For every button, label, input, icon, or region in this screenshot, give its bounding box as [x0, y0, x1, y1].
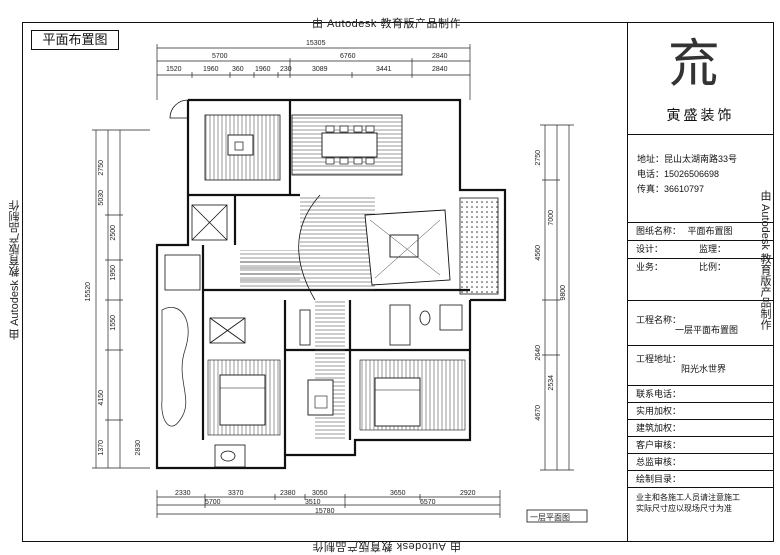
dim-right-seg-b: 7000 [548, 210, 555, 226]
dim-top-row1-a: 5700 [212, 53, 228, 60]
dim-bottom-row2-a: 5700 [205, 499, 221, 506]
north-marker-label: 一层平面图 [530, 513, 570, 522]
dim-right-seg-e: 2640 [535, 345, 542, 361]
row-sales: 业务： 比例： [627, 258, 774, 276]
dim-bottom-row1-b: 3370 [228, 490, 244, 497]
dim-top-row2-d: 1960 [255, 66, 271, 73]
dim-right-seg-g: 4670 [535, 405, 542, 421]
dim-bottom-row1-c: 2380 [280, 490, 296, 497]
dim-left-seg-d: 1950 [110, 265, 117, 281]
floor-plan [92, 44, 588, 523]
design-label: 设计： [636, 244, 664, 254]
drawing-name-label: 图纸名称： [636, 226, 682, 236]
dim-right-seg-a: 2750 [535, 150, 542, 166]
row-footer-note: 业主和各施工人员请注意施工 实际尺寸应以现场尺寸为准 [627, 487, 774, 542]
dim-top-row2-g: 3441 [376, 66, 392, 73]
company-phone: 电话：15026506698 [637, 169, 720, 179]
row-design: 设计： 监理： [627, 240, 774, 258]
dim-right-seg-d: 9800 [560, 285, 567, 301]
footer-note-2: 实际尺寸应以现场尺寸为准 [636, 504, 732, 513]
drawing-name-value: 平面布置图 [687, 226, 733, 236]
project-name-label: 工程名称： [636, 315, 682, 325]
project-address-label: 工程地址： [636, 354, 682, 364]
dim-left-seg-h: 2830 [135, 440, 142, 456]
row-construction-check: 建筑加权： [627, 419, 774, 436]
dim-right-seg-f: 2534 [548, 375, 555, 391]
dim-bottom-row2-b: 3510 [305, 499, 321, 506]
row-actual-check: 实用加权： [627, 402, 774, 419]
row-drawing-catalog: 绘制目录： [627, 470, 774, 487]
dim-top-row1-c: 2840 [432, 53, 448, 60]
row-client-review: 客户审核： [627, 436, 774, 453]
row-project-name: 工程名称： 一层平面布置图 [627, 300, 774, 345]
dim-left-seg-f: 4150 [98, 390, 105, 406]
dim-top-row1-b: 6760 [340, 53, 356, 60]
dim-top-total: 15305 [306, 40, 326, 47]
company-fax: 传真：36610797 [637, 184, 705, 194]
title-block [627, 22, 774, 542]
row-client-phone: 联系电话： [627, 385, 774, 402]
dim-left-seg-g: 1370 [98, 440, 105, 456]
dim-bottom-row1-f: 2920 [460, 490, 476, 497]
dim-bottom-total: 15780 [315, 508, 335, 515]
drawing-title: 平面布置图 [31, 30, 119, 50]
supervise-label: 监理： [699, 244, 727, 254]
watermark-right: 由 Autodesk 教育版产品制作 [759, 190, 771, 330]
sales-label: 业务： [636, 262, 664, 272]
dim-bottom-row1-d: 3050 [312, 490, 328, 497]
dim-left-total: 15520 [85, 282, 92, 302]
drawing-frame [22, 22, 774, 542]
scale-label: 比例： [699, 262, 727, 272]
footer-note-1: 业主和各施工人员请注意施工 [636, 493, 740, 502]
dim-right-seg-c: 4560 [535, 245, 542, 261]
dim-top-row2-b: 1960 [203, 66, 219, 73]
dim-top-row2-a: 1520 [166, 66, 182, 73]
company-logo-icon: 㐬 [667, 35, 720, 95]
row-drawing-name: 图纸名称： 平面布置图 [627, 222, 774, 240]
dim-bottom-row2-c: 6570 [420, 499, 436, 506]
dim-top-row2-f: 3089 [312, 66, 328, 73]
row-chief-review: 总监审核： [627, 453, 774, 470]
project-name-value: 一层平面布置图 [675, 325, 739, 335]
company-name: 寅盛装饰 [666, 107, 735, 123]
dim-left-seg-e: 1550 [110, 315, 117, 331]
project-address-value: 阳光水世界 [681, 364, 727, 374]
dim-left-seg-c: 2500 [110, 225, 117, 241]
dim-bottom-row1-a: 2330 [175, 490, 191, 497]
dim-top-row2-e: 230 [280, 66, 292, 73]
row-project-address: 工程地址： 阳光水世界 [627, 345, 774, 385]
watermark-top: 由 Autodesk 教育版产品制作 [312, 18, 461, 30]
dim-top-row2-h: 2840 [432, 66, 448, 73]
dim-top-row2-c: 360 [232, 66, 244, 73]
dim-bottom-row1-e: 3650 [390, 490, 406, 497]
dim-left-seg-a: 2750 [98, 160, 105, 176]
dim-left-seg-b: 5030 [98, 190, 105, 206]
divider [627, 134, 774, 135]
company-address: 地址：昆山太湖南路33号 [637, 154, 738, 164]
